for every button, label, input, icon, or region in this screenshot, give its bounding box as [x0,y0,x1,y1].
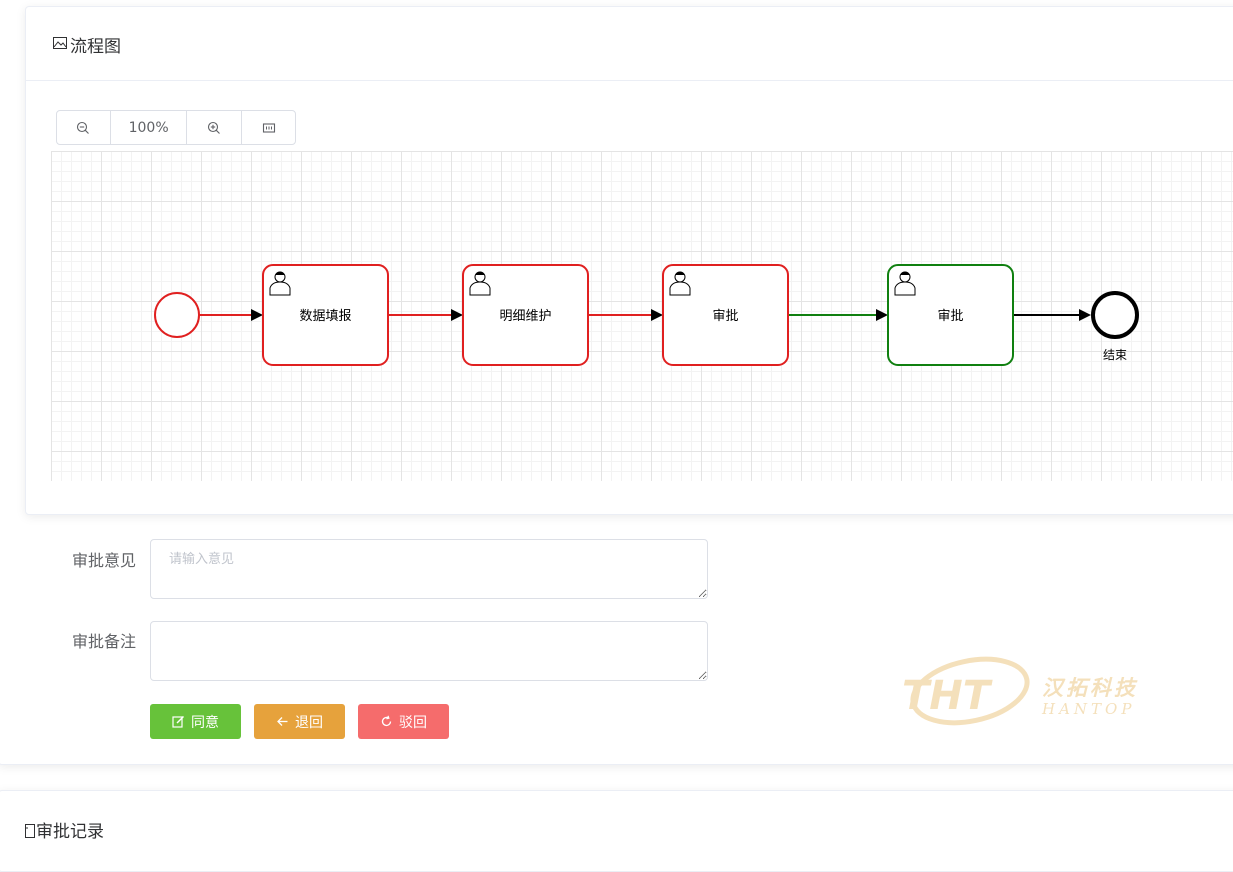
svg-text:汉拓科技: 汉拓科技 [1042,676,1138,700]
opinion-textarea[interactable] [150,539,708,599]
task-label: 审批 [937,309,963,324]
user-task-detail-maintain[interactable]: 明细维护 [462,264,589,366]
zoom-in-button[interactable] [187,111,243,144]
flowchart-card: 流程图 100% [25,6,1233,515]
records-title: 审批记录 [24,817,104,842]
remark-textarea[interactable] [150,621,708,681]
agree-button-label: 同意 [191,714,219,731]
user-icon [894,271,916,296]
svg-text:THT: THT [902,673,993,719]
company-watermark-logo: THT 汉拓科技 HANTOP [900,655,1160,735]
task-label: 明细维护 [499,309,551,324]
refresh-icon [381,715,392,727]
svg-text:HANTOP: HANTOP [1041,700,1135,718]
flow-task2-to-task3 [589,309,663,321]
bpmn-canvas[interactable]: 数据填报 明细维护 审批 [51,151,1233,481]
flow-task4-to-end [1014,309,1091,321]
end-event[interactable] [1091,291,1139,339]
opinion-label: 审批意见 [71,551,136,570]
flowchart-title-text: 流程图 [70,37,121,57]
task-label: 数据填报 [299,309,351,324]
reject-button-label: 驳回 [399,714,427,731]
user-task-data-fill[interactable]: 数据填报 [262,264,389,366]
records-title-text: 审批记录 [36,822,104,842]
flow-task1-to-task2 [389,309,463,321]
diagram-toolbar: 100% [56,110,296,145]
arrow-left-icon [277,717,288,726]
fit-view-button[interactable] [242,111,295,144]
zoom-level: 100% [111,111,188,144]
zoom-in-icon [208,121,221,134]
tickets-icon [25,824,35,838]
fit-view-icon [262,122,275,133]
flow-task3-to-task4 [789,309,888,321]
remark-label: 审批备注 [71,632,136,651]
bpmn-diagram: 数据填报 明细维护 审批 [154,264,1139,366]
back-button-label: 退回 [295,714,323,731]
agree-button[interactable]: 同意 [150,704,241,739]
back-button[interactable]: 退回 [254,704,345,739]
end-event-label: 结束 [1103,348,1127,362]
flowchart-card-header: 流程图 [26,7,1233,81]
edit-icon [172,716,184,728]
flow-start-to-task1 [199,309,263,321]
task-label: 审批 [712,309,738,324]
picture-icon [52,35,68,55]
user-icon [669,271,691,296]
flowchart-title: 流程图 [52,32,121,57]
approval-records-card: 审批记录 [0,790,1233,872]
user-task-approve-1[interactable]: 审批 [662,264,789,366]
reject-button[interactable]: 驳回 [358,704,449,739]
zoom-out-button[interactable] [57,111,111,144]
user-icon [269,271,291,296]
start-event[interactable] [154,292,200,338]
zoom-out-icon [77,121,90,134]
user-icon [469,271,491,296]
user-task-approve-2[interactable]: 审批 [887,264,1014,366]
